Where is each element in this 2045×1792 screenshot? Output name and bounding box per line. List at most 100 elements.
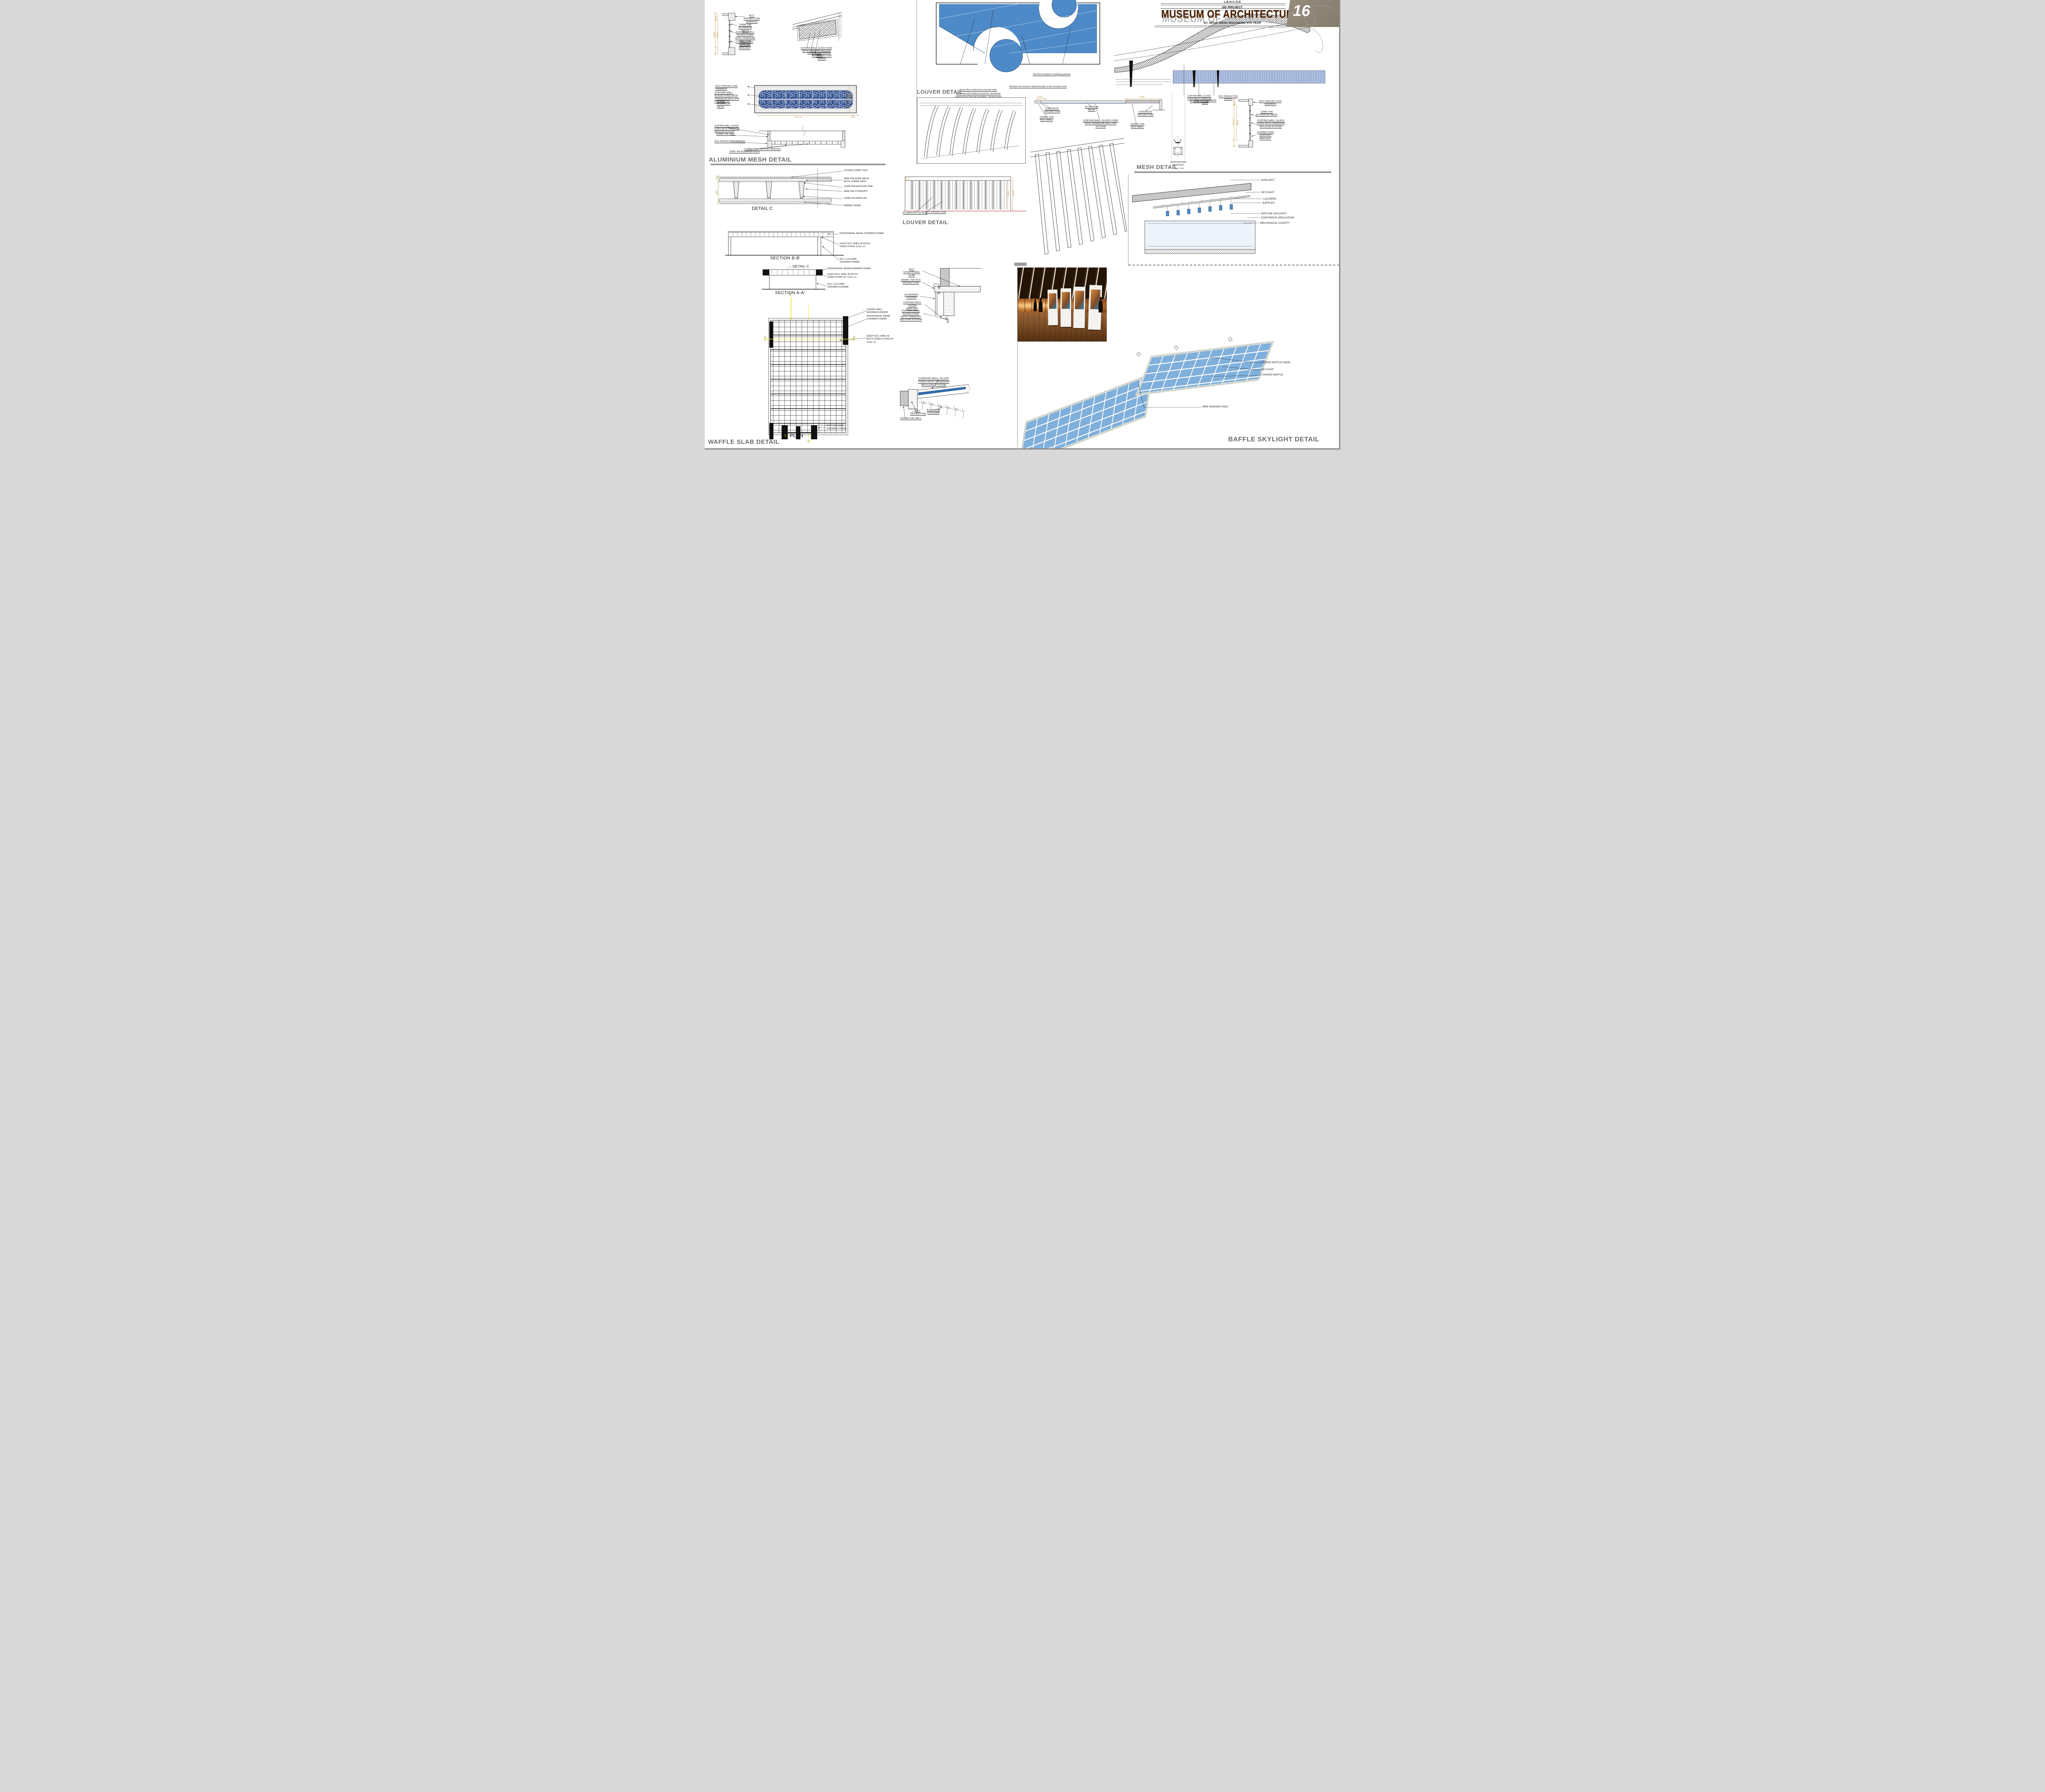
elev-rcc-label: RCC PROJECTION INWARDS (715, 85, 738, 91)
marker-b2: B' (784, 434, 787, 437)
waffle-plan-drawing (764, 305, 867, 443)
roof-rcc-label: RCC PROJECTION INWARD (1218, 95, 1238, 101)
plan-column: RCC COLUMN 1000MMX700MM (827, 425, 847, 430)
sk-sunlight: SUNLIGHT (1261, 179, 1275, 182)
wall-tl-rcc-label: RCC PROJECTION INWARDS (744, 15, 760, 23)
photo-artwork (1075, 290, 1084, 309)
exhibition-photo (1018, 268, 1107, 342)
sk-louvers: LOUVERS (1263, 198, 1276, 200)
dc-mainrf: 16MM DIA MAIN R/F (844, 197, 867, 200)
elev-mesh-label: 12MM THK ALUMINUM MESH (717, 100, 730, 108)
dim-5000: 5000 (713, 31, 716, 37)
photo-person (1034, 299, 1037, 311)
section-bb-drawing (725, 231, 844, 261)
photo-display-panel (1060, 288, 1071, 327)
bracket-scale: SCALE : NTS (1172, 167, 1184, 169)
dc-stirrups: 8MM DIA STIRRUPS (844, 190, 868, 193)
dim-800-elev: 800 (851, 116, 856, 119)
bracket-title: SUPPORTING BRACKET (1170, 161, 1187, 167)
lb-louvers: ALUMINUM LOUVERS (926, 409, 940, 415)
axon-rcc-label: RCC PROJECTION INWARD (811, 55, 832, 60)
sk-skylight: SKYLIGHT (1261, 191, 1274, 194)
byline: BY: 80553_KRISH WADHWANI_5TH YEAR (1204, 22, 1261, 25)
wall-r-mesh-label: 12MM THK ALUMINUM MESH (1256, 111, 1278, 117)
note-glazing: Thermal insulation insulating glazing (1032, 73, 1071, 76)
dim-600-c: 600 (716, 190, 718, 194)
roof-mesh-label: 12MM THK ALUMINUM MESH (1193, 99, 1216, 105)
wall-r-rcc-label: RCC PROJECTION INWARDS (1259, 100, 1282, 106)
mesh-detail-heading: MESH DETAIL (1137, 164, 1178, 170)
dim-5000-elev: 5000 (852, 94, 854, 100)
dim-5000-le: 5000 (1013, 190, 1015, 196)
skylight-section-drawing (1128, 180, 1339, 265)
plan-beam: PERIPHERAL BEAM 1000MMX700MM (867, 315, 890, 321)
dim-3800-r: 3800 (1237, 120, 1239, 126)
cs-proj-left: CONCRETE PROJECTION (1044, 108, 1061, 113)
wall-section-right-drawing (1232, 98, 1259, 148)
page-number-box: 16 (1286, 0, 1339, 27)
dc-anchor: 12MM DIA ANCHOR BAR (844, 185, 873, 188)
divider-corner (1014, 263, 1027, 266)
section-aa-title: SECTION A-A' (775, 290, 805, 295)
sk-cavity: MECHANICAL CAAVITY (1260, 222, 1290, 225)
photo-artwork (1049, 293, 1057, 309)
louver-fins-perspective (1030, 138, 1127, 255)
axon-glass-label: CURTAIN WALL GLASS FIXED WITH TRAMSOM MU… (800, 47, 832, 55)
b3-skylight: SKYLIGHT (1261, 369, 1274, 371)
sk-diffuse: DIFFUSE DAYLIGHT (1261, 212, 1287, 215)
detail-c-title: DETAIL C (752, 206, 773, 211)
plan-shear: SHEAR WALL 4000MMX1000MM (867, 308, 888, 314)
louver-top-heading: LOUVER DETAIL (917, 89, 963, 95)
dim-800: 800 (715, 16, 717, 20)
section-bb-title: SECTION B-B' (770, 256, 800, 261)
title-rule (1161, 4, 1285, 6)
wall-r-bracket-label: CONNECTING SUPPORT BRACKET (1257, 131, 1274, 140)
dc-wiremesh: 3MM DIA WIRE MESH WITH 100MM GRID (844, 178, 870, 183)
cs-wall-right: 230MM THK RCC WALL (1130, 123, 1145, 129)
lb-wall: 230MM THK WALL (900, 417, 922, 420)
aa-ribs: DEEP RCC RIBS IN BOTH DIRECTIONS AT 1mts… (827, 273, 858, 279)
wall-tl-bracket-label: CONNECTING SUPPORT BRACKET (736, 41, 753, 49)
mesh-elevation-drawing (747, 85, 859, 117)
wall-tl-glass-label: CURTAIN WALL GLASS FIXED WITH TRAMSOM MU… (735, 31, 755, 46)
strip-glass-label: CURTAIN WALL GLASS FIXED WITH TRAMSOM MU… (715, 125, 739, 133)
wall-tl-mesh-label: 12MM THK ALUMINUM MESH (738, 24, 752, 32)
ls-slab: RCC STRUCTURAL SLAB (903, 268, 920, 277)
wall-r-glass-label: CURTAIN WALL GLASS FIXED WITH TRAMSOM MU… (1256, 119, 1285, 128)
b3-pole: 8MM HANGING POLE (1202, 406, 1229, 408)
strip-mesh-label: 12MM THK ALUMINUM MESH (729, 151, 760, 153)
drawing-sheet: L.B.H.C.O.A DD PROJECT MUSEUM OF ARCHITE… (705, 0, 1340, 450)
bb-beam: PERIPHERAL BEAM 1000MMX700MM (840, 232, 884, 235)
cs-mesh: ALUMINUM MESH (1085, 106, 1099, 112)
aa-beam: PERIPHERAL BEAM1000MMX700MM (827, 268, 871, 270)
roof-section-drawing (1113, 13, 1339, 96)
plan-ribs: DEEP RCC RIBS IN BOTH DIRECTIONS AT 1mts… (867, 335, 894, 344)
ls-proj: 300MM THK RCC PROJECTION (901, 279, 921, 285)
section-aa-drawing (762, 266, 827, 290)
b3-kneel: U HAPED BAFFLE KNEEL (1260, 362, 1291, 364)
aa-column: RCC COLUMN 4000MMX1000MM (827, 283, 849, 289)
detail-c-callout: DETAIL C (793, 264, 809, 268)
sheet-title-echo: MUSEUM OF ARCHITECTURE (1162, 12, 1301, 25)
louver-elevation-drawing (903, 176, 1026, 213)
strip-bracket-label: CONNECTING SUPPORT BRACKET (744, 148, 782, 151)
elev-glass-label: CURTAIN WALL GLASS FIXED WITH TRAMSOM MU… (715, 92, 739, 103)
le-louvers: ALUMINIUM LOUVERS (903, 212, 928, 214)
ls-louver: ALUMINUM LOUVER (904, 294, 918, 299)
title-rule (1155, 26, 1286, 28)
sheet-title: MUSEUM OF ARCHITECTURE MUSEUM OF ARCHITE… (1161, 8, 1300, 24)
dim-3400-elev: 3400 (847, 94, 850, 99)
divider-bar (710, 164, 885, 165)
marker-a: A (764, 335, 766, 339)
dim-1980: 1980 (1037, 96, 1043, 99)
divider-line (1017, 266, 1018, 448)
louver-bottom-drawing (900, 379, 971, 419)
concrete-section-drawing (1034, 98, 1165, 124)
axon-mesh-drawing (791, 12, 842, 54)
mesh-plan-strip-drawing (726, 125, 846, 151)
aluminium-mesh-heading: ALUMINIUM MESH DETAIL (709, 156, 792, 163)
bb-ribs: DEEP RCC RIBS IN BOTH DIRECTIONS 1mts c/… (840, 243, 870, 248)
bb-column: RCC COLUMN 3200MMX700MM (840, 258, 860, 264)
dim-600-le: 600 (905, 177, 907, 181)
divider-bar (1134, 171, 1331, 173)
